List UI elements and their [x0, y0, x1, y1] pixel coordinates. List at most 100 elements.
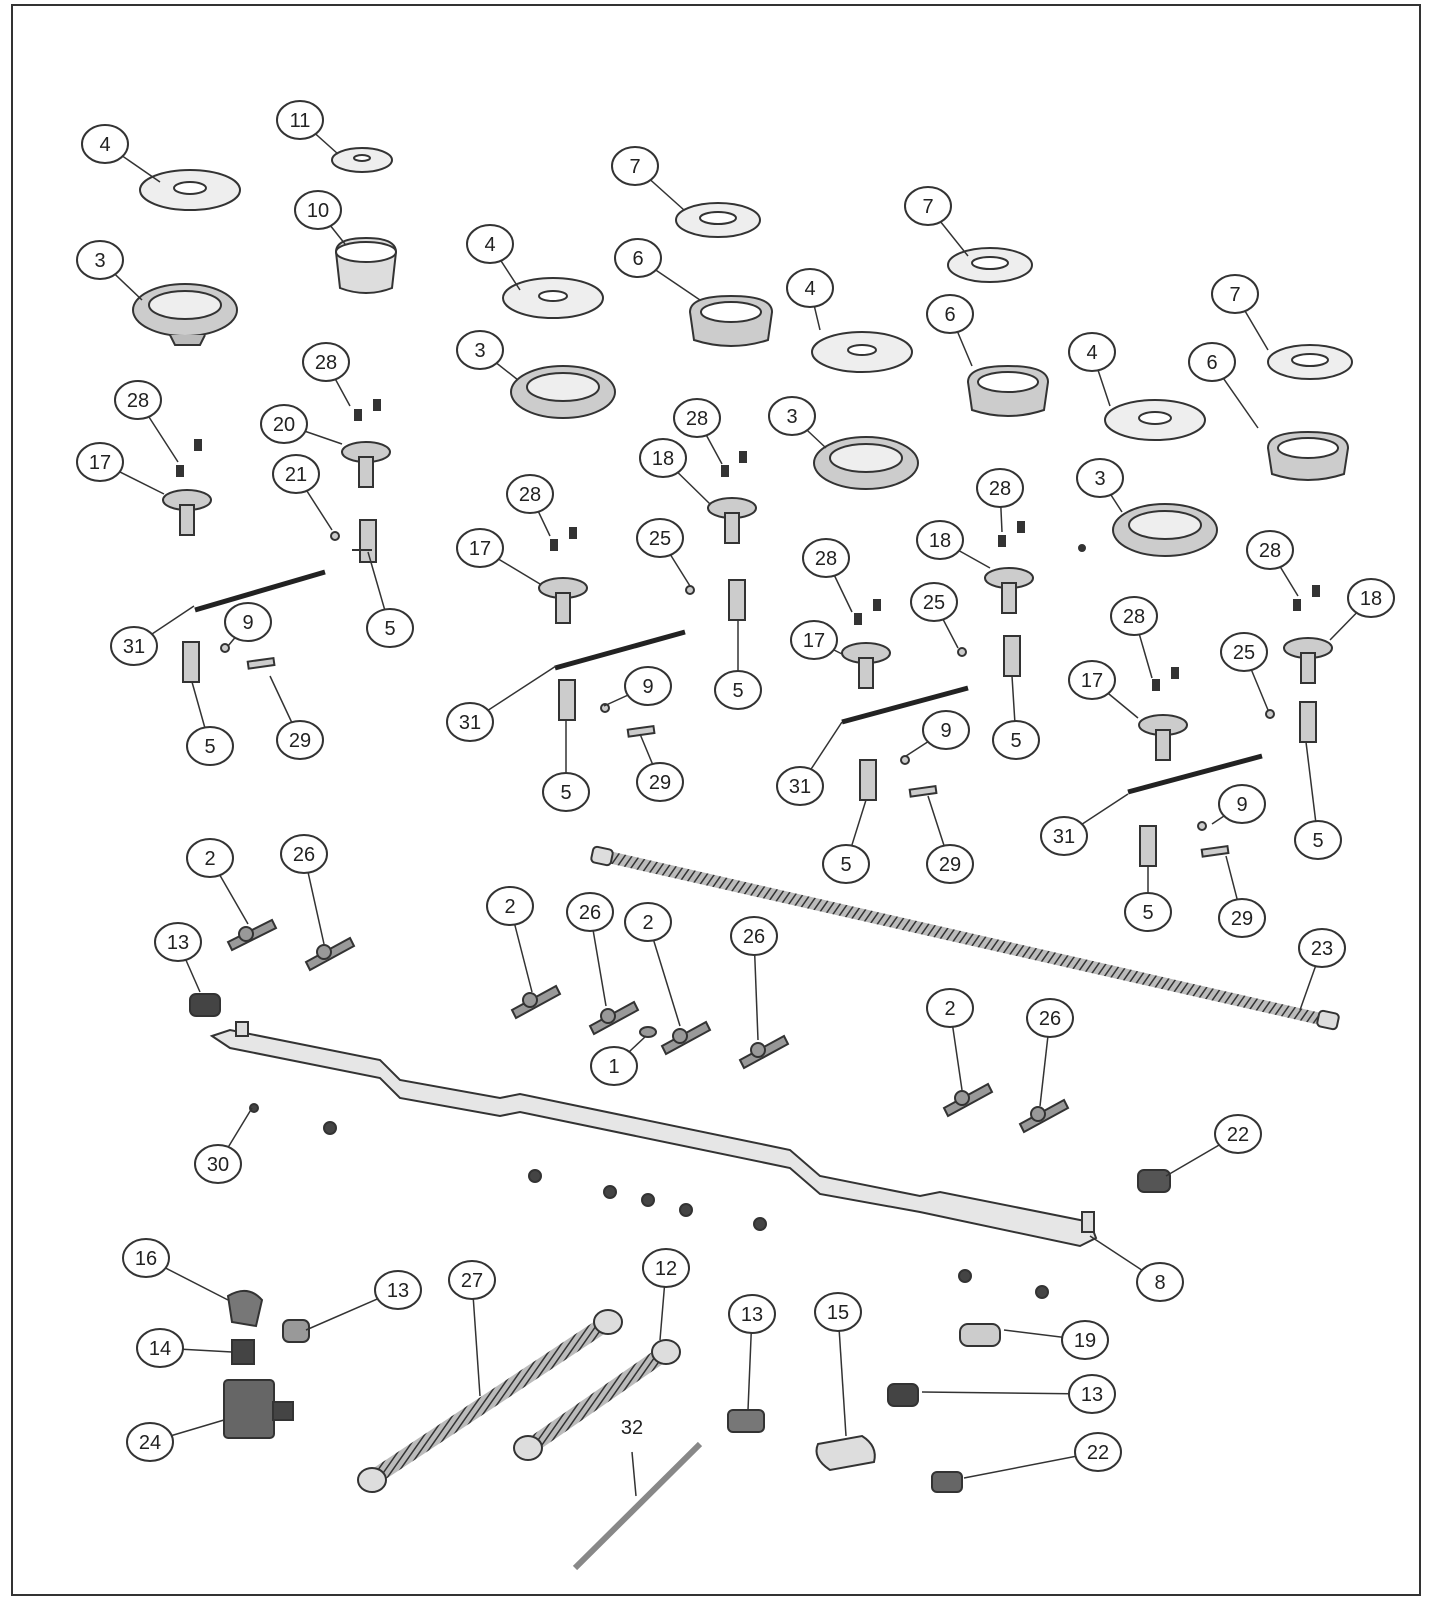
callout-circle — [639, 438, 687, 478]
callout-5: 5 — [186, 726, 234, 766]
callout-label: 13 — [387, 1280, 409, 1302]
electrode — [352, 519, 377, 563]
callout-3: 3 — [768, 396, 816, 436]
callout-label: 5 — [560, 782, 571, 804]
callout-circle — [590, 1046, 638, 1086]
callout-label: 28 — [1259, 540, 1281, 562]
callout-circle — [272, 454, 320, 494]
callout-circle — [624, 666, 672, 706]
manifold-nuts — [249, 1103, 1049, 1299]
callout-circle — [1136, 1262, 1184, 1302]
callout-circle — [456, 528, 504, 568]
callout-circle — [1061, 1320, 1109, 1360]
callout-5: 5 — [992, 720, 1040, 760]
tube-32 — [572, 1441, 703, 1571]
callout-6: 6 — [926, 294, 974, 334]
callout-circle — [366, 608, 414, 648]
callout-circle — [194, 1144, 242, 1184]
callout-24: 24 — [126, 1422, 174, 1462]
callout-circle — [636, 518, 684, 558]
callout-22: 22 — [1074, 1432, 1122, 1472]
callout-circle — [714, 670, 762, 710]
pipe-fittings — [189, 993, 1171, 1493]
electrode — [728, 579, 746, 621]
callout-3: 3 — [76, 240, 124, 280]
callout-leader-line — [631, 1451, 637, 1497]
callout-31: 31 — [110, 626, 158, 666]
callout-circle — [1040, 816, 1088, 856]
callout-circle — [1068, 1374, 1116, 1414]
callout-3: 3 — [1076, 458, 1124, 498]
callout-7: 7 — [904, 186, 952, 226]
callout-label: 13 — [167, 932, 189, 954]
callout-circle — [542, 772, 590, 812]
callout-circle — [81, 124, 129, 164]
callout-label: 4 — [99, 134, 110, 156]
callout-13: 13 — [728, 1294, 776, 1334]
callout-17: 17 — [456, 528, 504, 568]
callout-leader-line — [837, 1311, 847, 1437]
callout-label: 28 — [815, 548, 837, 570]
callout-9: 9 — [624, 666, 672, 706]
callout-label: 5 — [732, 680, 743, 702]
callout-circle — [110, 626, 158, 666]
callout-label: 18 — [1360, 588, 1382, 610]
callout-label: 1 — [608, 1056, 619, 1078]
callout-circle — [1068, 660, 1116, 700]
callout-leader-line — [921, 1391, 1093, 1395]
callout-28: 28 — [114, 380, 162, 420]
callout-circle — [768, 396, 816, 436]
callout-label: 31 — [459, 712, 481, 734]
callout-circle — [673, 398, 721, 438]
callout-2: 2 — [186, 838, 234, 878]
callout-25: 25 — [910, 582, 958, 622]
callout-label: 29 — [289, 730, 311, 752]
callout-25: 25 — [636, 518, 684, 558]
callout-circle — [1068, 332, 1116, 372]
callout-6: 6 — [614, 238, 662, 278]
injector-holder — [1283, 637, 1333, 684]
callout-label: 10 — [307, 200, 329, 222]
callout-circle — [136, 1328, 184, 1368]
callout-circle — [1347, 578, 1395, 618]
burner-parts — [132, 147, 1353, 557]
callout-label: 15 — [827, 1302, 849, 1324]
callout-label: 4 — [1086, 342, 1097, 364]
callout-label: 18 — [652, 448, 674, 470]
callout-2: 2 — [486, 886, 534, 926]
callout-label: 11 — [290, 110, 311, 132]
callout-label: 4 — [804, 278, 815, 300]
callout-label: 2 — [944, 998, 955, 1020]
callout-label: 29 — [1231, 908, 1253, 930]
electrode — [182, 641, 200, 683]
callout-label: 7 — [629, 156, 640, 178]
callout-12: 12 — [642, 1248, 690, 1288]
callout-label: 25 — [649, 528, 671, 550]
callout-circle — [1074, 1432, 1122, 1472]
injector-holder — [538, 577, 588, 624]
callout-label: 13 — [741, 1304, 763, 1326]
callout-circle — [992, 720, 1040, 760]
thermocouple-rod — [194, 569, 1263, 795]
callout-label: 9 — [940, 720, 951, 742]
callout-label: 26 — [579, 902, 601, 924]
callout-17: 17 — [790, 620, 838, 660]
callout-2: 2 — [624, 902, 672, 942]
callout-30: 30 — [194, 1144, 242, 1184]
callout-label: 9 — [242, 612, 253, 634]
hose-27 — [365, 1315, 613, 1487]
callout-label: 6 — [944, 304, 955, 326]
callout-18: 18 — [1347, 578, 1395, 618]
injector-holder — [707, 497, 757, 544]
callout-label: 16 — [135, 1248, 157, 1270]
callout-8: 8 — [1136, 1262, 1184, 1302]
valve-parts — [162, 399, 1340, 1571]
callout-6: 6 — [1188, 342, 1236, 382]
callout-label: 6 — [632, 248, 643, 270]
callout-circle — [486, 886, 534, 926]
callout-31: 31 — [1040, 816, 1088, 856]
callout-29: 29 — [636, 762, 684, 802]
callout-5: 5 — [822, 844, 870, 884]
callout-circle — [280, 834, 328, 874]
callout-circle — [786, 268, 834, 308]
